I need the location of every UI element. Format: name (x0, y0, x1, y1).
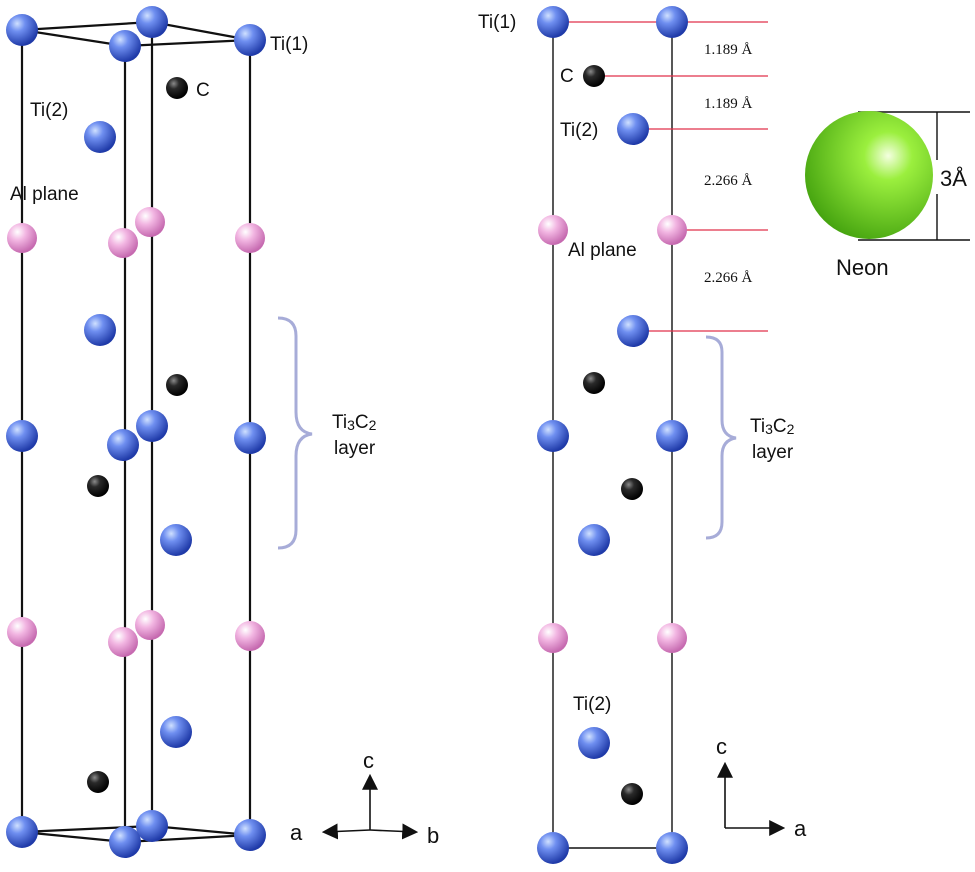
layer-word: layer (752, 442, 794, 463)
label-ti2: Ti(2) (30, 100, 68, 121)
al-atom (235, 223, 265, 253)
ti-atom (107, 429, 139, 461)
ti-atom (234, 24, 266, 56)
ti-atom (160, 524, 192, 556)
neon-size-label: 3Å (940, 166, 967, 191)
ti-atom (656, 832, 688, 864)
ti-atom (617, 113, 649, 145)
ti-atom (234, 422, 266, 454)
c-atom (166, 77, 188, 99)
left-axes: c a b (290, 748, 439, 848)
layer-brace (277, 316, 313, 550)
ti-atom (234, 819, 266, 851)
ti-atom (84, 121, 116, 153)
ti-atom (6, 420, 38, 452)
ti-atom (109, 30, 141, 62)
neon-label: Neon (836, 255, 889, 280)
ti-atom (136, 810, 168, 842)
ti-atom (617, 315, 649, 347)
al-atom (538, 215, 568, 245)
left-unit-cell-edges (20, 20, 252, 844)
c-atom (87, 771, 109, 793)
axis-label-c: c (363, 748, 374, 773)
al-atom (108, 627, 138, 657)
neon-atom (805, 111, 933, 239)
distance-label: 2.266 Å (704, 270, 753, 286)
left-atoms (6, 6, 266, 858)
al-atom (657, 215, 687, 245)
right-unit-cell-edges (552, 24, 673, 849)
axis-label-c: c (716, 734, 727, 759)
right-atoms (537, 6, 688, 864)
axis-label-b: b (427, 823, 439, 848)
ti-atom (578, 727, 610, 759)
layer-formula: Ti3C2 (332, 412, 377, 433)
axis-label-a: a (290, 820, 303, 845)
al-atom (7, 223, 37, 253)
right-axes: c a (716, 734, 807, 841)
al-atom (135, 207, 165, 237)
label-ti1: Ti(1) (478, 12, 516, 33)
c-atom (621, 478, 643, 500)
c-atom (583, 372, 605, 394)
ti-atom (6, 816, 38, 848)
ti-atom (537, 420, 569, 452)
c-atom (87, 475, 109, 497)
label-al-plane: Al plane (568, 240, 637, 261)
ti-atom (136, 6, 168, 38)
ti-atom (136, 410, 168, 442)
c-atom (583, 65, 605, 87)
distance-label: 1.189 Å (704, 42, 753, 58)
al-atom (135, 610, 165, 640)
ti-atom (160, 716, 192, 748)
ti-atom (656, 6, 688, 38)
label-c: C (196, 80, 210, 101)
c-atom (166, 374, 188, 396)
layer-word: layer (334, 438, 376, 459)
label-al-plane: Al plane (10, 184, 79, 205)
label-ti2-top: Ti(2) (560, 120, 598, 141)
ti-atom (537, 6, 569, 38)
distance-label: 1.189 Å (704, 96, 753, 112)
distance-marker-lines (553, 21, 768, 332)
distance-label: 2.266 Å (704, 173, 753, 189)
al-atom (657, 623, 687, 653)
right-panel: Ti(1) C Ti(2) Al plane Ti(2) 1.189 Å 1.1… (478, 6, 807, 864)
ti-atom (84, 314, 116, 346)
label-c: C (560, 66, 574, 87)
al-atom (7, 617, 37, 647)
axis-label-a: a (794, 816, 807, 841)
layer-formula: Ti3C2 (750, 416, 795, 437)
al-atom (108, 228, 138, 258)
c-atom (621, 783, 643, 805)
ti-atom (6, 14, 38, 46)
label-ti2-bottom: Ti(2) (573, 694, 611, 715)
al-atom (538, 623, 568, 653)
al-atom (235, 621, 265, 651)
ti-atom (109, 826, 141, 858)
ti-atom (578, 524, 610, 556)
layer-brace (705, 335, 737, 540)
ti-atom (656, 420, 688, 452)
left-panel: Ti(1) C Ti(2) Al plane Ti3C2 layer c a b (6, 6, 439, 858)
neon-reference: 3Å Neon (805, 111, 970, 280)
ti-atom (537, 832, 569, 864)
label-ti1: Ti(1) (270, 34, 308, 55)
